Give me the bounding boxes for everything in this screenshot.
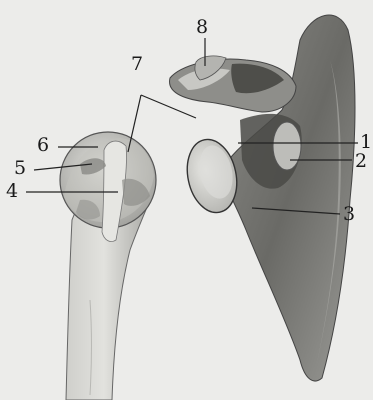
label-7: 7 bbox=[131, 55, 143, 74]
label-3: 3 bbox=[343, 205, 355, 224]
label-6: 6 bbox=[37, 136, 49, 155]
humerus bbox=[60, 132, 156, 400]
label-5: 5 bbox=[14, 159, 26, 178]
label-4: 4 bbox=[6, 182, 18, 201]
coracoid-process bbox=[170, 56, 296, 112]
label-2: 2 bbox=[355, 152, 367, 171]
label-8: 8 bbox=[196, 18, 208, 37]
